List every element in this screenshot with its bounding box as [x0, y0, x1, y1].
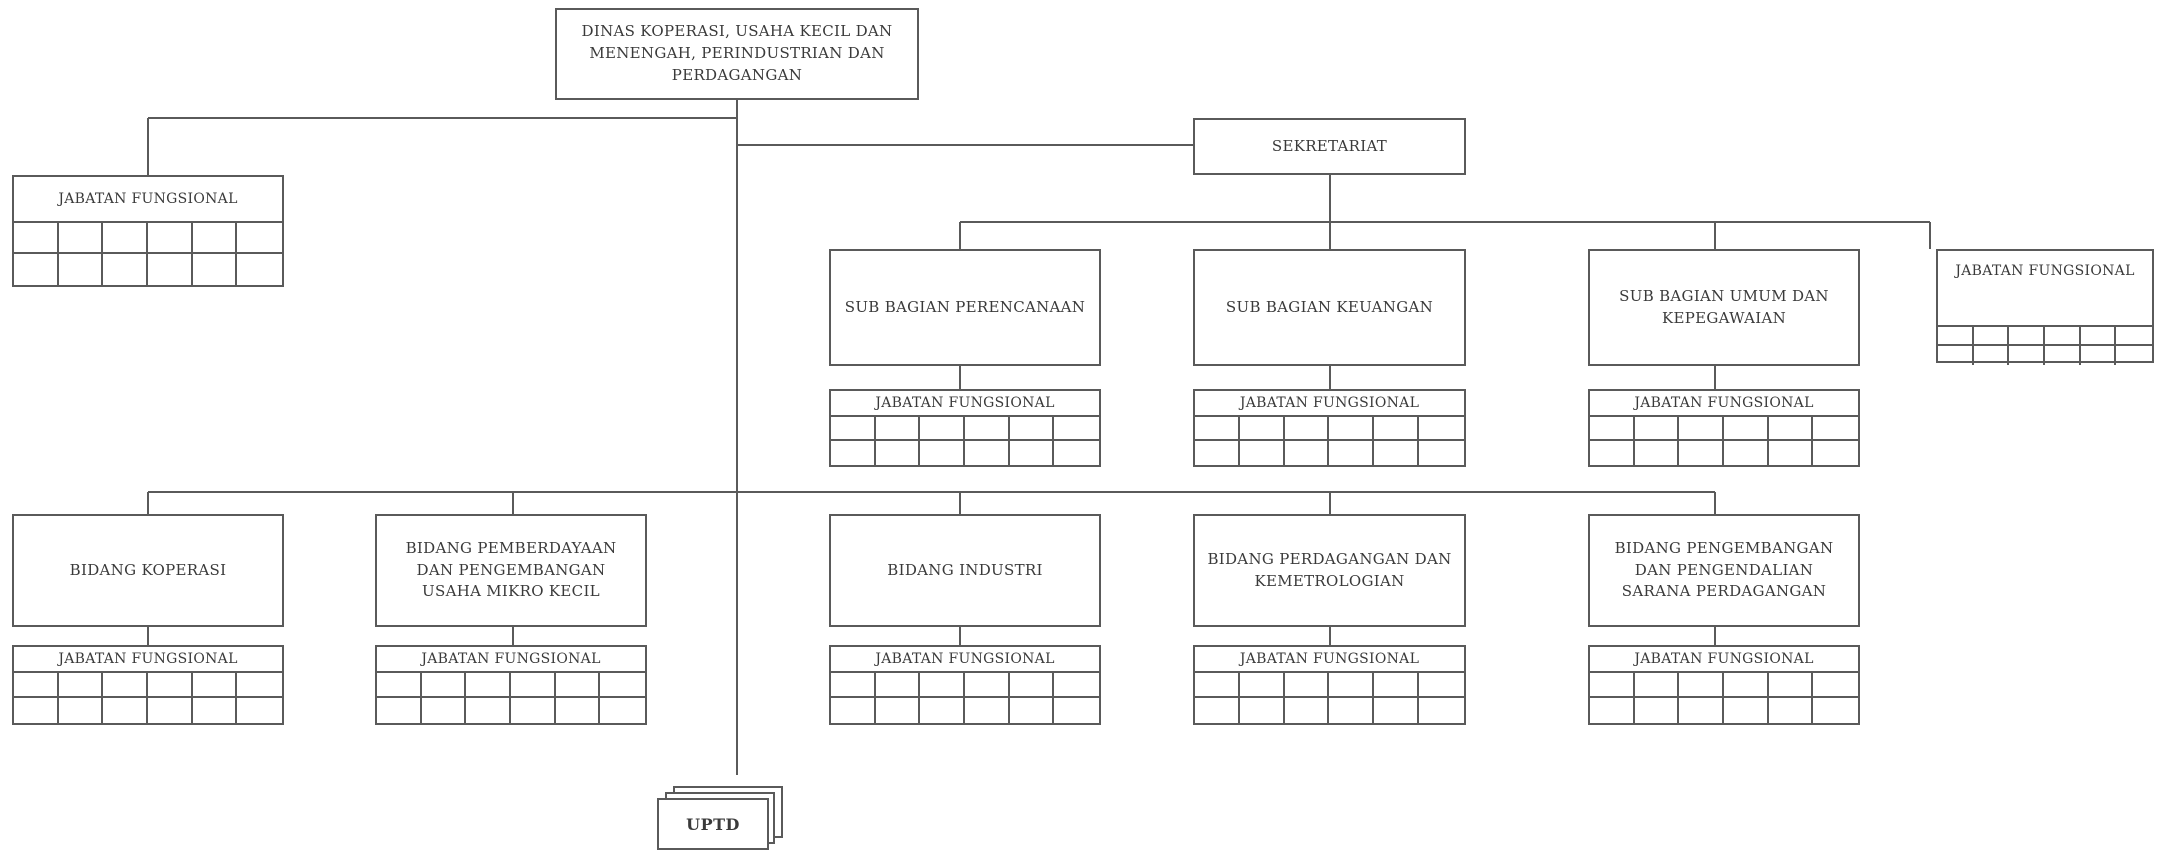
bidang-pemberdayaan-title: BIDANG PEMBERDAYAAN DAN PENGEMBANGAN USA…: [405, 538, 617, 601]
jabatan-fungsional-label: JABATAN FUNGSIONAL: [1195, 647, 1464, 673]
jabatan-fungsional-label: JABATAN FUNGSIONAL: [14, 647, 282, 673]
jabatan-fungsional-koperasi: JABATAN FUNGSIONAL: [12, 645, 284, 725]
bidang-industri-box: BIDANG INDUSTRI: [829, 514, 1101, 627]
bidang-industri-title: BIDANG INDUSTRI: [887, 560, 1043, 579]
bidang-koperasi-box: BIDANG KOPERASI: [12, 514, 284, 627]
uptd-label: UPTD: [686, 814, 740, 834]
bidang-perdagangan-box: BIDANG PERDAGANGAN DAN KEMETROLOGIAN: [1193, 514, 1466, 627]
jabatan-fungsional-label: JABATAN FUNGSIONAL: [1590, 647, 1858, 673]
root-unit-title: DINAS KOPERASI, USAHA KECIL DAN MENENGAH…: [581, 22, 893, 84]
bidang-pengembangan-box: BIDANG PENGEMBANGAN DAN PENGENDALIAN SAR…: [1588, 514, 1860, 627]
jabatan-fungsional-root: JABATAN FUNGSIONAL: [12, 175, 284, 287]
jabatan-fungsional-sekretariat: JABATAN FUNGSIONAL: [1936, 249, 2154, 365]
bidang-koperasi-title: BIDANG KOPERASI: [69, 560, 227, 579]
jabatan-fungsional-label: JABATAN FUNGSIONAL: [1938, 251, 2152, 327]
jabatan-fungsional-label: JABATAN FUNGSIONAL: [1590, 391, 1858, 417]
jabatan-fungsional-keuangan: JABATAN FUNGSIONAL: [1193, 389, 1466, 467]
sub-bagian-keuangan-box: SUB BAGIAN KEUANGAN: [1193, 249, 1466, 366]
sub-bagian-umum-box: SUB BAGIAN UMUM DAN KEPEGAWAIAN: [1588, 249, 1860, 366]
jabatan-fungsional-pemberdayaan: JABATAN FUNGSIONAL: [375, 645, 647, 725]
bidang-pemberdayaan-box: BIDANG PEMBERDAYAAN DAN PENGEMBANGAN USA…: [375, 514, 647, 627]
sub-bagian-keuangan-title: SUB BAGIAN KEUANGAN: [1225, 297, 1434, 316]
jabatan-fungsional-industri: JABATAN FUNGSIONAL: [829, 645, 1101, 725]
root-unit-box: DINAS KOPERASI, USAHA KECIL DAN MENENGAH…: [555, 8, 919, 100]
jabatan-fungsional-label: JABATAN FUNGSIONAL: [14, 177, 282, 223]
uptd-box: UPTD: [657, 798, 769, 850]
sub-bagian-perencanaan-title: SUB BAGIAN PERENCANAAN: [844, 297, 1086, 316]
jabatan-fungsional-umum: JABATAN FUNGSIONAL: [1588, 389, 1860, 467]
jabatan-fungsional-pengembangan: JABATAN FUNGSIONAL: [1588, 645, 1860, 725]
jabatan-fungsional-perdagangan: JABATAN FUNGSIONAL: [1193, 645, 1466, 725]
jabatan-fungsional-perencanaan: JABATAN FUNGSIONAL: [829, 389, 1101, 467]
jabatan-fungsional-label: JABATAN FUNGSIONAL: [831, 647, 1099, 673]
jabatan-fungsional-label: JABATAN FUNGSIONAL: [377, 647, 645, 673]
sub-bagian-umum-title: SUB BAGIAN UMUM DAN KEPEGAWAIAN: [1619, 286, 1829, 327]
bidang-pengembangan-title: BIDANG PENGEMBANGAN DAN PENGENDALIAN SAR…: [1614, 538, 1834, 601]
jabatan-fungsional-label: JABATAN FUNGSIONAL: [831, 391, 1099, 417]
bidang-perdagangan-title: BIDANG PERDAGANGAN DAN KEMETROLOGIAN: [1207, 549, 1452, 590]
sekretariat-box: SEKRETARIAT: [1193, 118, 1466, 175]
jabatan-fungsional-label: JABATAN FUNGSIONAL: [1195, 391, 1464, 417]
sub-bagian-perencanaan-box: SUB BAGIAN PERENCANAAN: [829, 249, 1101, 366]
sekretariat-title: SEKRETARIAT: [1271, 136, 1388, 155]
